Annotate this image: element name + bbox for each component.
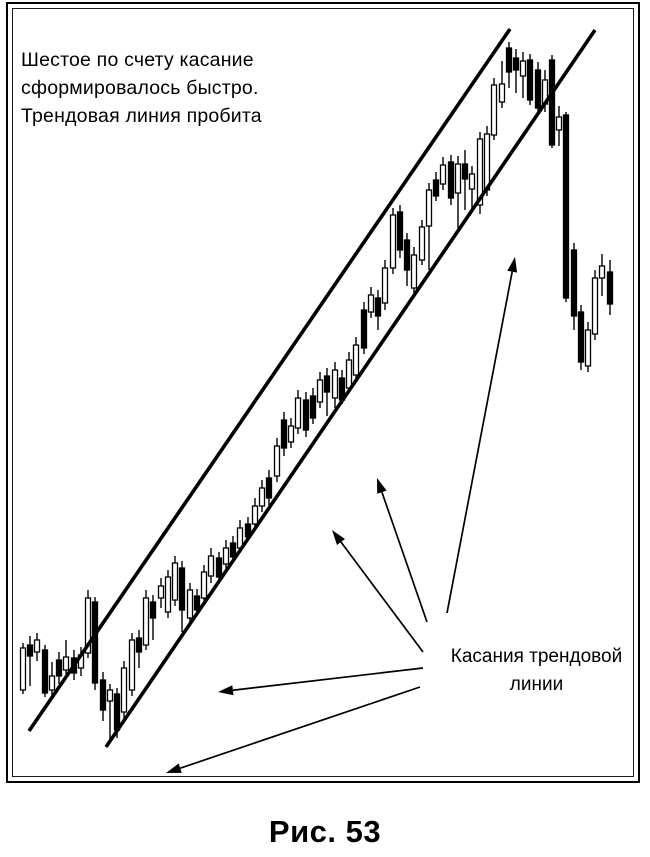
candle — [468, 166, 476, 211]
annotation-arrow — [377, 478, 428, 623]
candle — [120, 661, 128, 718]
candle — [577, 305, 585, 370]
arrowhead-icon — [377, 478, 387, 494]
candle — [207, 548, 215, 583]
candle — [432, 172, 440, 201]
annotation-line-3: Трендовая линия пробита — [21, 105, 262, 127]
candle — [360, 302, 368, 354]
candle — [273, 438, 281, 482]
touch-label-line-1: Касания трендовой — [450, 646, 623, 667]
candle — [548, 55, 556, 148]
candle — [425, 183, 433, 270]
candle — [331, 362, 339, 408]
candle — [157, 578, 165, 608]
candle — [128, 633, 136, 696]
arrowhead-icon — [507, 257, 518, 273]
candle — [389, 208, 397, 274]
candle — [381, 260, 389, 310]
arrowhead-icon — [332, 530, 345, 546]
candle — [106, 684, 114, 742]
candle — [519, 52, 527, 98]
candle — [251, 498, 259, 528]
annotation-arrow — [218, 667, 424, 696]
candle — [26, 636, 34, 686]
annotation-arrow — [166, 686, 421, 773]
candle — [591, 270, 599, 340]
candle — [280, 412, 288, 456]
candle — [461, 150, 469, 210]
candle — [19, 643, 27, 694]
lower-trend-line — [104, 28, 597, 749]
arrowhead-icon — [166, 763, 182, 773]
annotation-text: Шестое по счету касание сформировалось б… — [21, 46, 262, 130]
candle — [598, 254, 606, 296]
figure-outer-border — [6, 2, 640, 783]
candle — [171, 556, 179, 606]
candle — [149, 595, 157, 640]
candle — [294, 390, 302, 434]
figure-caption: Рис. 53 — [268, 814, 382, 849]
candle — [55, 652, 63, 684]
annotation-arrow — [332, 530, 424, 653]
candle — [447, 155, 455, 205]
candle — [316, 372, 324, 408]
candle — [570, 243, 578, 330]
figure-inner-border — [12, 8, 634, 777]
candle — [352, 337, 360, 380]
candle — [555, 106, 563, 146]
candle — [396, 205, 404, 258]
candle — [534, 62, 542, 112]
arrowhead-icon — [218, 685, 234, 696]
candle — [48, 662, 56, 699]
candle — [200, 565, 208, 604]
candle — [33, 633, 41, 661]
candle — [403, 233, 411, 286]
candle — [454, 156, 462, 228]
annotation-line-1: Шестое по счету касание — [21, 49, 254, 71]
candle — [323, 368, 331, 416]
candle — [367, 287, 375, 318]
candle — [229, 536, 237, 560]
candle — [490, 78, 498, 140]
candle — [498, 61, 506, 108]
annotation-line-2: сформировалось быстро. — [21, 77, 259, 99]
candle — [222, 540, 230, 569]
candle — [505, 42, 513, 88]
candle — [135, 630, 143, 668]
upper-channel-line — [27, 27, 512, 733]
candle — [91, 597, 99, 690]
candle — [178, 561, 186, 632]
candle — [99, 672, 107, 721]
touch-label-line-2: линии — [509, 674, 564, 695]
candle — [186, 583, 194, 626]
candle — [302, 392, 310, 437]
candle — [418, 220, 426, 265]
candle — [562, 112, 570, 302]
candle — [164, 570, 172, 618]
candle — [584, 322, 592, 372]
candle — [215, 552, 223, 581]
candle — [410, 247, 418, 293]
candle — [374, 290, 382, 330]
annotation-arrow — [446, 257, 518, 614]
touch-label: Касания трендовой линии — [404, 643, 650, 699]
candle — [258, 480, 266, 512]
candle — [62, 640, 70, 674]
candle — [142, 590, 150, 650]
candle — [309, 388, 317, 424]
candle — [287, 418, 295, 448]
candle — [606, 260, 614, 315]
candle — [526, 54, 534, 105]
candle — [439, 157, 447, 190]
candle — [265, 470, 273, 505]
candle — [512, 49, 520, 93]
candle — [41, 645, 49, 697]
